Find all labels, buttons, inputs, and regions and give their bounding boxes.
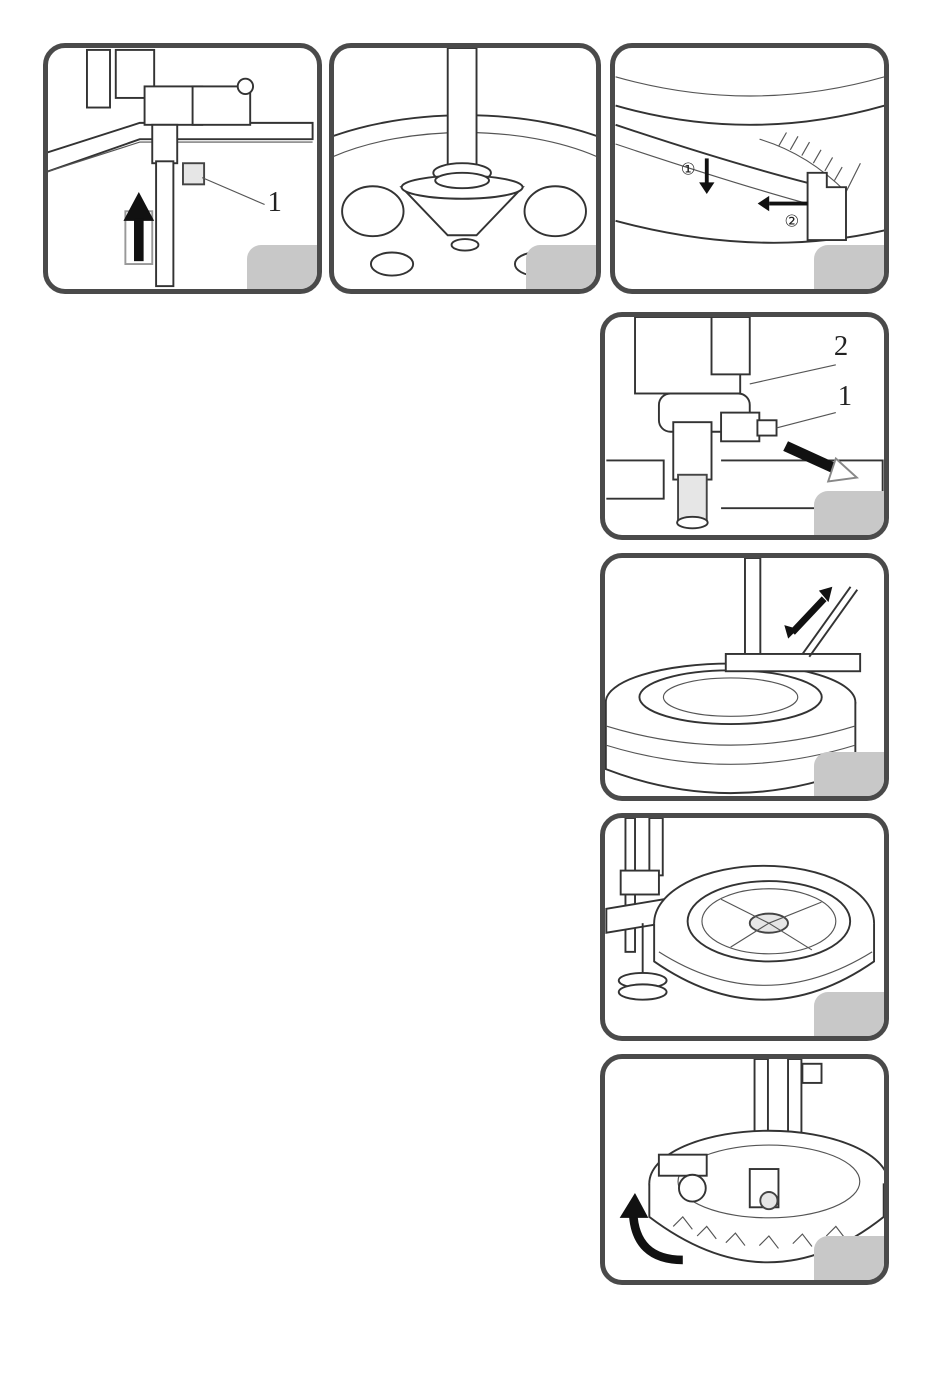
callout-2: 2: [834, 330, 848, 362]
illustration-panel-1: 1: [43, 43, 322, 294]
illustration-panel-6: [600, 813, 889, 1041]
step-badge: [814, 245, 886, 291]
callout-step-1: ①: [681, 160, 696, 179]
illustration-panel-5: [600, 553, 889, 801]
step-badge: [814, 491, 886, 537]
up-arrow-icon: [123, 192, 154, 264]
down-arrow-icon: [699, 158, 714, 194]
callout-1: 1: [838, 380, 852, 412]
double-arrow-icon: [784, 587, 832, 639]
illustration-panel-4: 2 1: [600, 312, 889, 540]
left-arrow-icon: [758, 196, 808, 211]
step-badge: [526, 245, 598, 291]
callout-step-2: ②: [785, 212, 800, 231]
step-badge: [247, 245, 319, 291]
illustration-panel-7: [600, 1054, 889, 1285]
step-badge: [814, 1236, 886, 1282]
illustration-panel-2: [329, 43, 601, 294]
step-badge: [814, 752, 886, 798]
step-badge: [814, 992, 886, 1038]
illustration-panel-3: ① ②: [610, 43, 889, 294]
callout-1: 1: [267, 186, 281, 218]
